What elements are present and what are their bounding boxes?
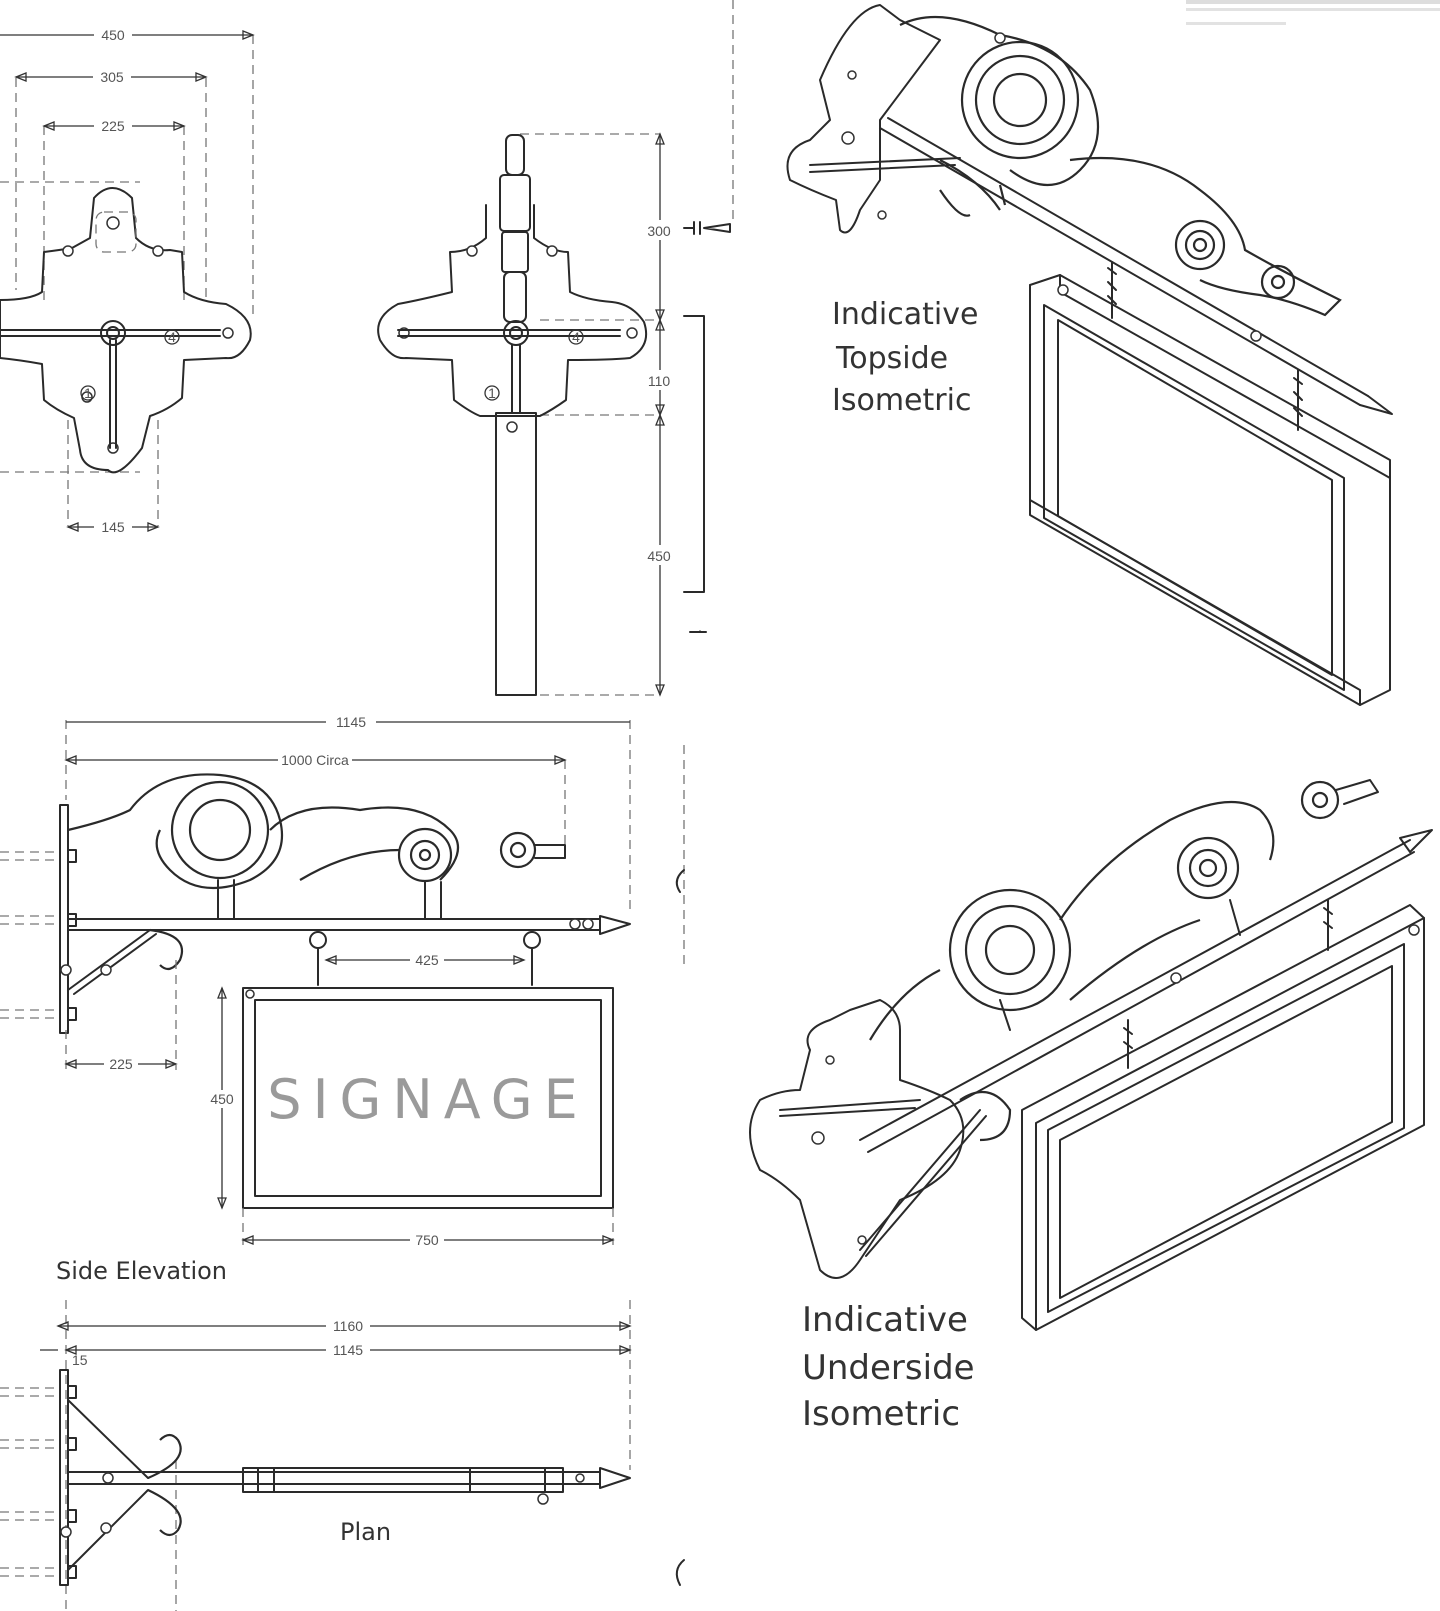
underside-label: Indicative Underside Isometric (802, 1300, 975, 1434)
dim-label-upper: 300 (647, 223, 671, 239)
dim-hole-span: 305 (14, 68, 208, 86)
side-elevation-title: Side Elevation (56, 1257, 227, 1285)
rear-plate-outline (377, 204, 648, 417)
dim-label-hole-span: 305 (100, 69, 124, 85)
svg-text:Indicative: Indicative (802, 1300, 968, 1340)
plan-title: Plan (340, 1518, 391, 1546)
svg-text:4: 4 (572, 329, 580, 345)
svg-text:1145: 1145 (333, 1342, 363, 1358)
isometric-topside-view: Indicative Topside Isometric (786, 0, 1440, 706)
rear-view-plate-and-arm: 1 4 300 110 450 (377, 0, 734, 697)
dim-label-lower-span: 145 (101, 519, 125, 535)
side-elevation-view: 1145 1000 Circa (0, 713, 685, 1285)
svg-text:1000 Circa: 1000 Circa (281, 752, 349, 768)
svg-text:1145: 1145 (336, 714, 366, 730)
svg-text:1160: 1160 (333, 1318, 363, 1334)
dim-bracket-depth: 225 (64, 960, 178, 1073)
plan-sign-edge (242, 1467, 564, 1493)
svg-text:450: 450 (210, 1091, 234, 1107)
part-marker-1-rear: 1 (484, 385, 500, 401)
plan-view: 1160 1145 15 Plan (0, 1300, 685, 1611)
dim-overall-1145: 1145 (66, 713, 630, 731)
front-plate-outline (0, 187, 252, 474)
dim-inner-span: 225 (42, 117, 186, 135)
part-marker-4: 4 (164, 329, 180, 345)
dim-label-inner-span: 225 (101, 118, 125, 134)
topside-label: Indicative Topside Isometric (832, 297, 978, 418)
svg-text:Topside: Topside (835, 341, 948, 376)
svg-text:Isometric: Isometric (802, 1394, 960, 1434)
dim-overall-width: 450 (0, 26, 255, 44)
svg-text:1: 1 (84, 385, 92, 401)
svg-text:4: 4 (168, 329, 176, 345)
dim-label-middle: 110 (648, 373, 671, 389)
side-sign-frame (242, 987, 614, 1209)
dim-sign-height: 450 (206, 986, 238, 1210)
dim-label-lower: 450 (647, 548, 671, 564)
dim-lower-span: 145 (66, 518, 160, 536)
svg-text:Underside: Underside (802, 1348, 975, 1388)
svg-text:Indicative: Indicative (832, 297, 978, 332)
dim-label-plate: 15 (72, 1352, 88, 1368)
svg-text:1: 1 (488, 385, 496, 401)
svg-text:225: 225 (109, 1056, 133, 1072)
dim-plan-overall: 1160 (56, 1317, 632, 1335)
svg-text:Isometric: Isometric (832, 383, 971, 418)
dim-sign-width: 750 (241, 1208, 615, 1249)
svg-text:425: 425 (415, 952, 439, 968)
isometric-underside-view: Indicative Underside Isometric (749, 779, 1433, 1434)
dim-plan-arm: 1145 (64, 1341, 632, 1359)
part-marker-4-rear: 4 (568, 329, 584, 345)
sign-text: SIGNAGE (267, 1068, 588, 1131)
front-view-wall-plate: 450 305 225 145 (0, 26, 255, 536)
dim-label-overall-width: 450 (101, 27, 125, 43)
topside-sign-frame (1029, 274, 1391, 706)
svg-text:750: 750 (415, 1232, 439, 1248)
part-marker-1: 1 (80, 385, 96, 401)
underside-sign-frame (1021, 904, 1425, 1331)
dim-chain-spacing: 425 (324, 951, 526, 969)
dim-scroll-1000: 1000 Circa (64, 751, 567, 769)
